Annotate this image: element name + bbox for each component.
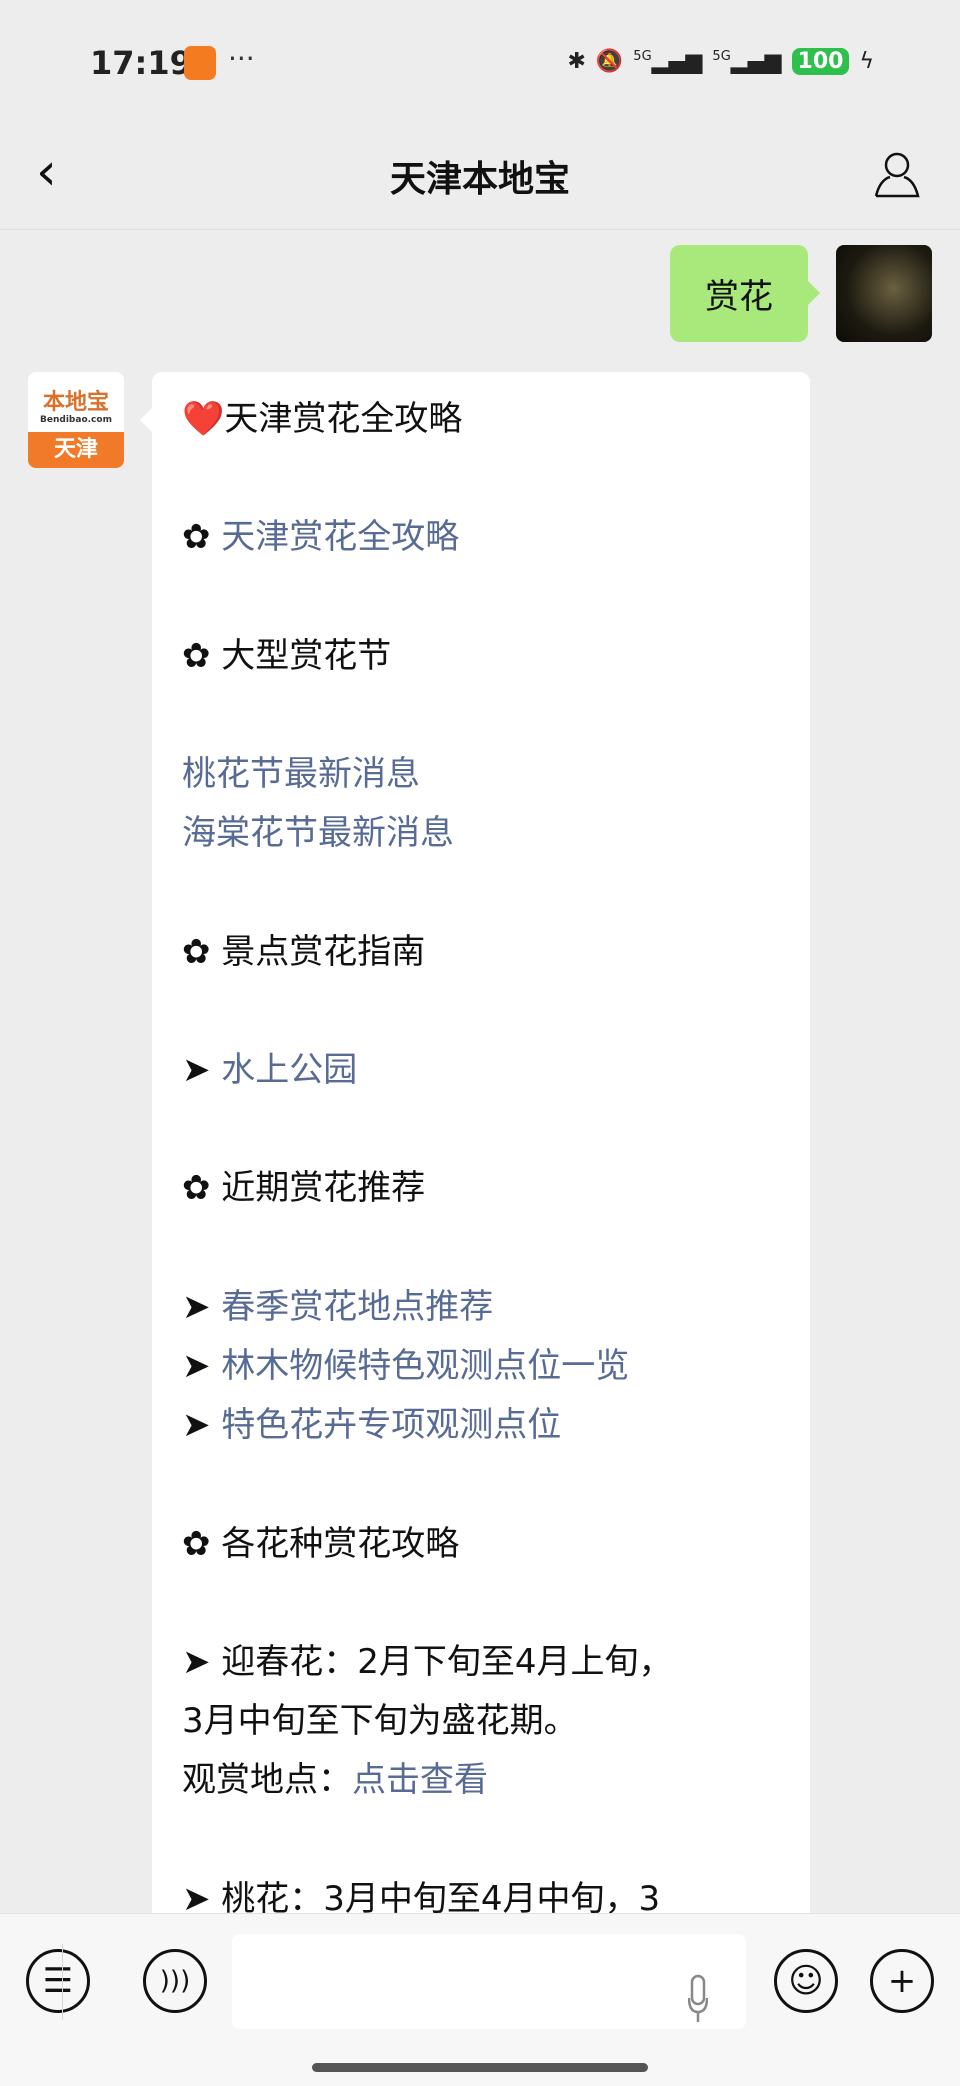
signal-2: 5G▂▄▆ — [712, 48, 782, 75]
message-line: ➤ 春季赏花地点推荐 — [182, 1278, 810, 1337]
message-line: ➤ 特色花卉专项观测点位 — [182, 1396, 810, 1455]
message-text: ➤ — [182, 1286, 222, 1327]
message-line: ✿ 各花种赏花攻略 — [182, 1515, 810, 1574]
message-text: ✿ 各花种赏花攻略 — [182, 1523, 460, 1564]
message-line — [182, 568, 810, 627]
mute-icon: 🔕 — [595, 49, 624, 74]
message-line — [182, 1455, 810, 1514]
message-line — [182, 1219, 810, 1278]
charging-icon: ϟ — [859, 49, 874, 74]
message-line — [182, 982, 810, 1041]
message-line: ✿ 天津赏花全攻略 — [182, 508, 810, 567]
message-line — [182, 864, 810, 923]
message-line — [182, 1811, 810, 1870]
plus-icon[interactable]: + — [870, 1949, 934, 2013]
message-input[interactable] — [232, 1934, 746, 2029]
message-text: ➤ — [182, 1050, 222, 1091]
page-title: 天津本地宝 — [389, 159, 570, 200]
message-link[interactable]: 林木物候特色观测点位一览 — [221, 1346, 630, 1386]
message-text: ➤ 迎春花：2月下旬至4月上旬， — [182, 1641, 673, 1682]
message-line — [182, 1574, 810, 1633]
message-line: 3月中旬至下旬为盛花期。 — [182, 1692, 810, 1751]
bot-message-bubble: ❤️天津赏花全攻略 ✿ 天津赏花全攻略 ✿ 大型赏花节桃花节最新消息海棠花节最新消息… — [140, 372, 810, 1972]
app-notification-icon — [184, 46, 216, 80]
bot-avatar[interactable]: 本地宝 Bendibao.com 天津 — [28, 372, 124, 468]
microphone-icon[interactable] — [688, 1974, 708, 2024]
message-line: ➤ 桃花：3月中旬至4月中旬，3 — [182, 1870, 810, 1929]
nav-bar: ‹ 天津本地宝 — [0, 120, 960, 230]
avatar-city: 天津 — [28, 432, 124, 468]
message-line: ❤️天津赏花全攻略 — [182, 390, 810, 449]
bluetooth-icon: ✱ — [567, 49, 586, 74]
message-text: ➤ — [182, 1405, 222, 1446]
message-text: ❤️天津赏花全攻略 — [182, 399, 463, 439]
message-text: ✿ 大型赏花节 — [182, 635, 392, 676]
back-button[interactable]: ‹ — [36, 142, 57, 202]
message-line: ✿ 近期赏花推荐 — [182, 1159, 810, 1218]
user-avatar[interactable] — [836, 245, 932, 342]
emoji-icon[interactable]: ☺ — [774, 1949, 838, 2013]
message-line: 桃花节最新消息 — [182, 745, 810, 804]
message-link[interactable]: 天津赏花全攻略 — [221, 517, 460, 558]
message-text: ➤ — [182, 1346, 222, 1386]
message-line: ➤ 水上公园 — [182, 1041, 810, 1100]
message-link[interactable]: 海棠花节最新消息 — [182, 813, 454, 854]
message-link[interactable]: 水上公园 — [221, 1050, 358, 1091]
message-text: 观赏地点： — [182, 1760, 352, 1801]
message-line — [182, 686, 810, 745]
message-text: ➤ 桃花：3月中旬至4月中旬，3 — [182, 1878, 661, 1919]
message-link[interactable]: 春季赏花地点推荐 — [221, 1286, 494, 1327]
network-type: 5G — [633, 48, 652, 64]
status-bar: 17:19 ··· ✱ 🔕 5G▂▄▆ 5G▂▄▆ 100 ϟ — [0, 0, 960, 120]
message-line: ✿ 大型赏花节 — [182, 627, 810, 686]
divider — [62, 1944, 63, 2020]
home-indicator — [312, 2063, 648, 2072]
voice-icon[interactable]: ))) — [143, 1949, 207, 2013]
message-line: ➤ 林木物候特色观测点位一览 — [182, 1337, 810, 1396]
message-text: ✿ 景点赏花指南 — [182, 931, 426, 972]
more-notifications-icon: ··· — [228, 42, 255, 75]
user-message-bubble[interactable]: 赏花 — [670, 245, 820, 342]
clock: 17:19 — [90, 44, 192, 82]
network-type: 5G — [712, 48, 731, 64]
message-link[interactable]: 桃花节最新消息 — [182, 754, 420, 795]
message-link[interactable]: 特色花卉专项观测点位 — [221, 1405, 562, 1446]
avatar-domain: Bendibao.com — [40, 415, 112, 425]
menu-list-icon[interactable]: ☰ — [26, 1949, 90, 2013]
signal-1: 5G▂▄▆ — [633, 48, 703, 75]
message-text: ✿ 近期赏花推荐 — [182, 1168, 426, 1209]
message-line: ✿ 景点赏花指南 — [182, 923, 810, 982]
message-text: 3月中旬至下旬为盛花期。 — [182, 1701, 578, 1742]
profile-icon[interactable] — [872, 148, 922, 200]
battery-indicator: 100 — [791, 48, 850, 75]
message-link[interactable]: 点击查看 — [352, 1760, 488, 1801]
message-line: 海棠花节最新消息 — [182, 804, 810, 863]
message-line — [182, 449, 810, 508]
input-toolbar: ☰ ))) ☺ + — [0, 1913, 960, 2086]
message-line: 观赏地点：点击查看 — [182, 1751, 810, 1810]
user-message-text: 赏花 — [705, 277, 773, 317]
avatar-logo: 本地宝 — [42, 390, 109, 415]
message-text: ✿ — [182, 517, 222, 558]
message-line — [182, 1100, 810, 1159]
message-line: ➤ 迎春花：2月下旬至4月上旬， — [182, 1633, 810, 1692]
